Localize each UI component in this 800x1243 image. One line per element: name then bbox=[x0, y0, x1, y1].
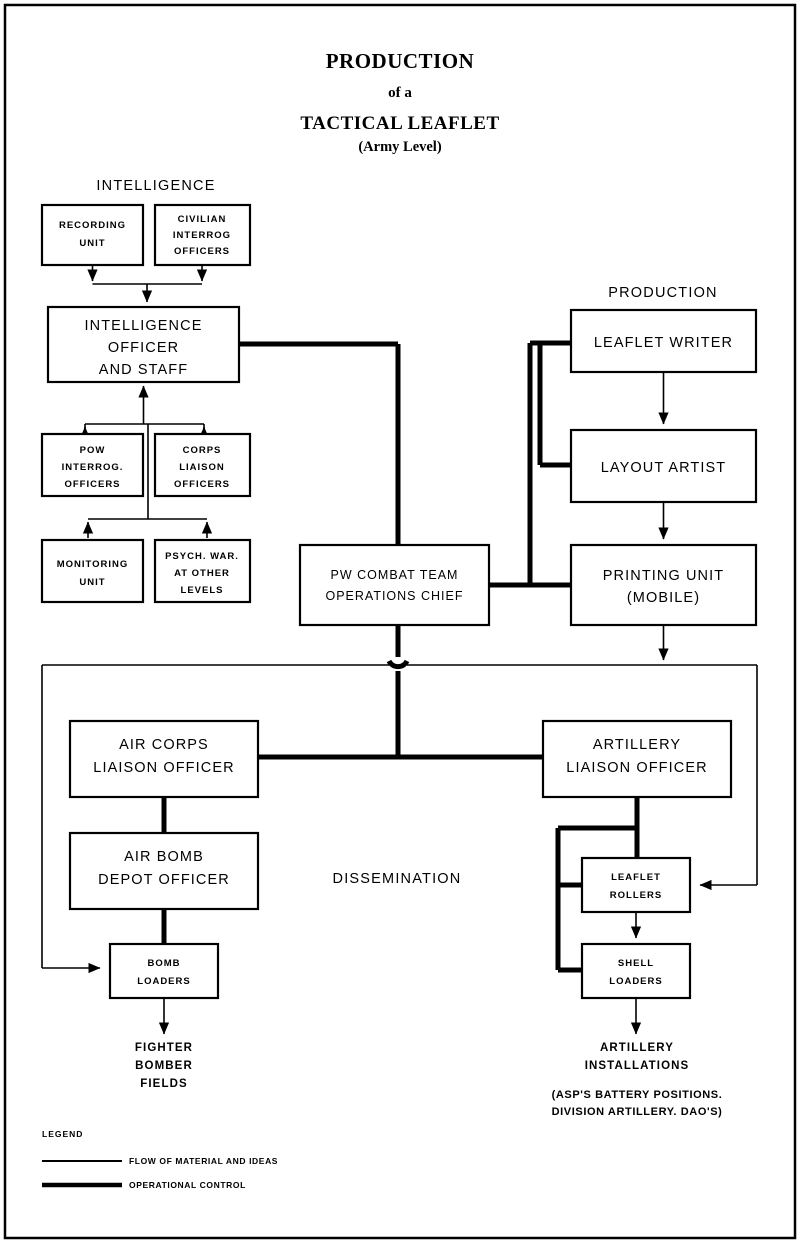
psych-war-line-3: LEVELS bbox=[181, 585, 224, 596]
pow-interrog-line-2: INTERROG. bbox=[62, 462, 124, 473]
shell-loaders-line-2: LOADERS bbox=[609, 976, 662, 987]
shell-loaders-line-1: SHELL bbox=[618, 958, 654, 969]
intelligence-officer-line-2: OFFICER bbox=[108, 340, 179, 356]
layout-artist-label: LAYOUT ARTIST bbox=[601, 460, 727, 476]
civilian-interrog-line-3: OFFICERS bbox=[174, 246, 230, 257]
leaflet-writer-label: LEAFLET WRITER bbox=[594, 335, 733, 351]
box-corps-liaison-officers[interactable] bbox=[153, 432, 252, 498]
fighter-bomber-fields-line-3: FIELDS bbox=[140, 1078, 188, 1090]
pow-interrog-line-1: POW bbox=[80, 445, 106, 456]
box-pw-combat-team[interactable] bbox=[298, 543, 491, 627]
box-intelligence-officer-and-staff[interactable] bbox=[46, 305, 241, 384]
monitoring-unit-line-1: MONITORING bbox=[57, 559, 129, 570]
pow-interrog-line-3: OFFICERS bbox=[64, 479, 120, 490]
artillery-installations-note-1: (ASP'S BATTERY POSITIONS. bbox=[552, 1089, 723, 1101]
legend-label-control: OPERATIONAL CONTROL bbox=[129, 1180, 246, 1190]
section-label-production: PRODUCTION bbox=[608, 285, 717, 301]
recording-unit-line-1: RECORDING bbox=[59, 220, 126, 231]
legend-title: LEGEND bbox=[42, 1129, 83, 1139]
recording-unit-line-2: UNIT bbox=[79, 238, 105, 249]
legend-label-flow: FLOW OF MATERIAL AND IDEAS bbox=[129, 1156, 278, 1166]
air-bomb-depot-line-2: DEPOT OFFICER bbox=[98, 872, 230, 888]
air-corps-liaison-line-2: LIAISON OFFICER bbox=[93, 760, 234, 776]
fighter-bomber-fields-line-1: FIGHTER bbox=[135, 1042, 193, 1054]
pw-combat-team-line-1: PW COMBAT TEAM bbox=[331, 568, 459, 582]
bomb-loaders-line-1: BOMB bbox=[147, 958, 180, 969]
title-line-4: (Army Level) bbox=[358, 139, 442, 155]
artillery-liaison-line-2: LIAISON OFFICER bbox=[566, 760, 707, 776]
box-psych-war-other-levels[interactable] bbox=[153, 538, 252, 604]
intelligence-officer-line-3: AND STAFF bbox=[99, 362, 188, 378]
monitoring-unit-line-2: UNIT bbox=[79, 577, 105, 588]
leaflet-rollers-line-2: ROLLERS bbox=[610, 890, 662, 901]
intelligence-officer-line-1: INTELLIGENCE bbox=[85, 318, 203, 334]
box-monitoring-unit[interactable] bbox=[40, 538, 145, 604]
civilian-interrog-line-2: INTERROG bbox=[173, 230, 231, 241]
pw-combat-team-line-2: OPERATIONS CHIEF bbox=[325, 589, 463, 603]
printing-unit-line-2: (MOBILE) bbox=[627, 590, 700, 606]
artillery-liaison-line-1: ARTILLERY bbox=[593, 737, 681, 753]
title-line-1: PRODUCTION bbox=[326, 49, 475, 73]
artillery-installations-note-2: DIVISION ARTILLERY. DAO'S) bbox=[552, 1106, 723, 1118]
corps-liaison-line-1: CORPS bbox=[183, 445, 222, 456]
fighter-bomber-fields-line-2: BOMBER bbox=[135, 1060, 193, 1072]
psych-war-line-1: PSYCH. WAR. bbox=[165, 551, 239, 562]
corps-liaison-line-3: OFFICERS bbox=[174, 479, 230, 490]
box-bomb-loaders[interactable] bbox=[108, 942, 220, 1000]
corps-liaison-line-2: LIAISON bbox=[179, 462, 225, 473]
civilian-interrog-line-1: CIVILIAN bbox=[178, 214, 227, 225]
box-recording-unit[interactable] bbox=[40, 203, 145, 267]
box-air-corps-liaison-officer[interactable] bbox=[68, 719, 260, 799]
box-pow-interrog-officers[interactable] bbox=[40, 432, 145, 498]
air-bomb-depot-line-1: AIR BOMB bbox=[124, 849, 204, 865]
box-layout-artist[interactable] bbox=[569, 428, 758, 504]
box-air-bomb-depot-officer[interactable] bbox=[68, 831, 260, 911]
title-line-3: TACTICAL LEAFLET bbox=[300, 113, 499, 134]
box-shell-loaders[interactable] bbox=[580, 942, 692, 1000]
box-leaflet-writer[interactable] bbox=[569, 308, 758, 374]
bomb-loaders-line-2: LOADERS bbox=[137, 976, 190, 987]
artillery-installations-line-1: ARTILLERY bbox=[600, 1042, 674, 1054]
section-label-intelligence: INTELLIGENCE bbox=[96, 178, 215, 194]
wire-hop-bridge bbox=[386, 659, 410, 670]
title-line-2: of a bbox=[388, 85, 412, 101]
air-corps-liaison-line-1: AIR CORPS bbox=[119, 737, 209, 753]
artillery-installations-line-2: INSTALLATIONS bbox=[585, 1060, 690, 1072]
page-border bbox=[3, 3, 797, 1240]
box-artillery-liaison-officer[interactable] bbox=[541, 719, 733, 799]
printing-unit-line-1: PRINTING UNIT bbox=[603, 568, 724, 584]
box-leaflet-rollers[interactable] bbox=[580, 856, 692, 914]
section-label-dissemination: DISSEMINATION bbox=[333, 871, 462, 887]
leaflet-rollers-line-1: LEAFLET bbox=[611, 872, 661, 883]
psych-war-line-2: AT OTHER bbox=[174, 568, 230, 579]
box-printing-unit[interactable] bbox=[569, 543, 758, 627]
